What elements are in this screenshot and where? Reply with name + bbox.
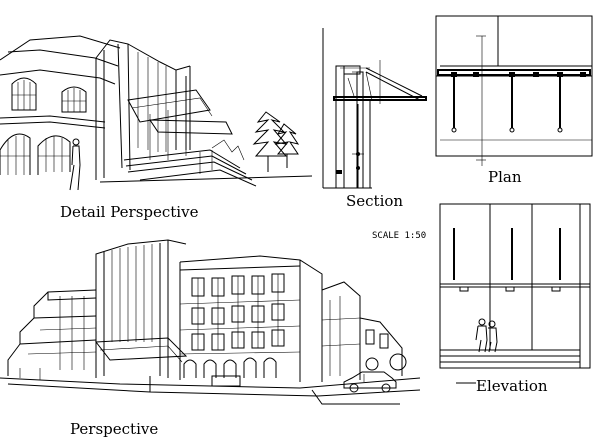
detail-perspective-drawing bbox=[0, 35, 313, 191]
elevation-drawing bbox=[439, 203, 591, 384]
plan-column bbox=[509, 72, 515, 133]
arched-window bbox=[11, 77, 37, 111]
plan-drawing bbox=[435, 15, 593, 166]
human-figure bbox=[69, 138, 81, 191]
human-figure bbox=[475, 318, 488, 353]
pine-tree bbox=[252, 111, 288, 172]
perspective-label: Perspective bbox=[70, 420, 159, 438]
scale-label: SCALE 1:50 bbox=[372, 231, 427, 241]
plan-column bbox=[451, 72, 457, 133]
arched-window bbox=[61, 86, 87, 113]
section-drawing bbox=[322, 28, 427, 189]
window-grid bbox=[191, 273, 285, 351]
elevation-label: Elevation bbox=[476, 377, 548, 395]
perspective-drawing bbox=[0, 239, 421, 405]
plan-label: Plan bbox=[488, 168, 522, 186]
detail-perspective-label: Detail Perspective bbox=[60, 203, 199, 221]
tower-block bbox=[95, 239, 188, 378]
human-figure bbox=[488, 320, 498, 353]
section-label: Section bbox=[346, 192, 404, 210]
plan-column bbox=[557, 72, 563, 133]
pine-tree bbox=[274, 123, 300, 168]
